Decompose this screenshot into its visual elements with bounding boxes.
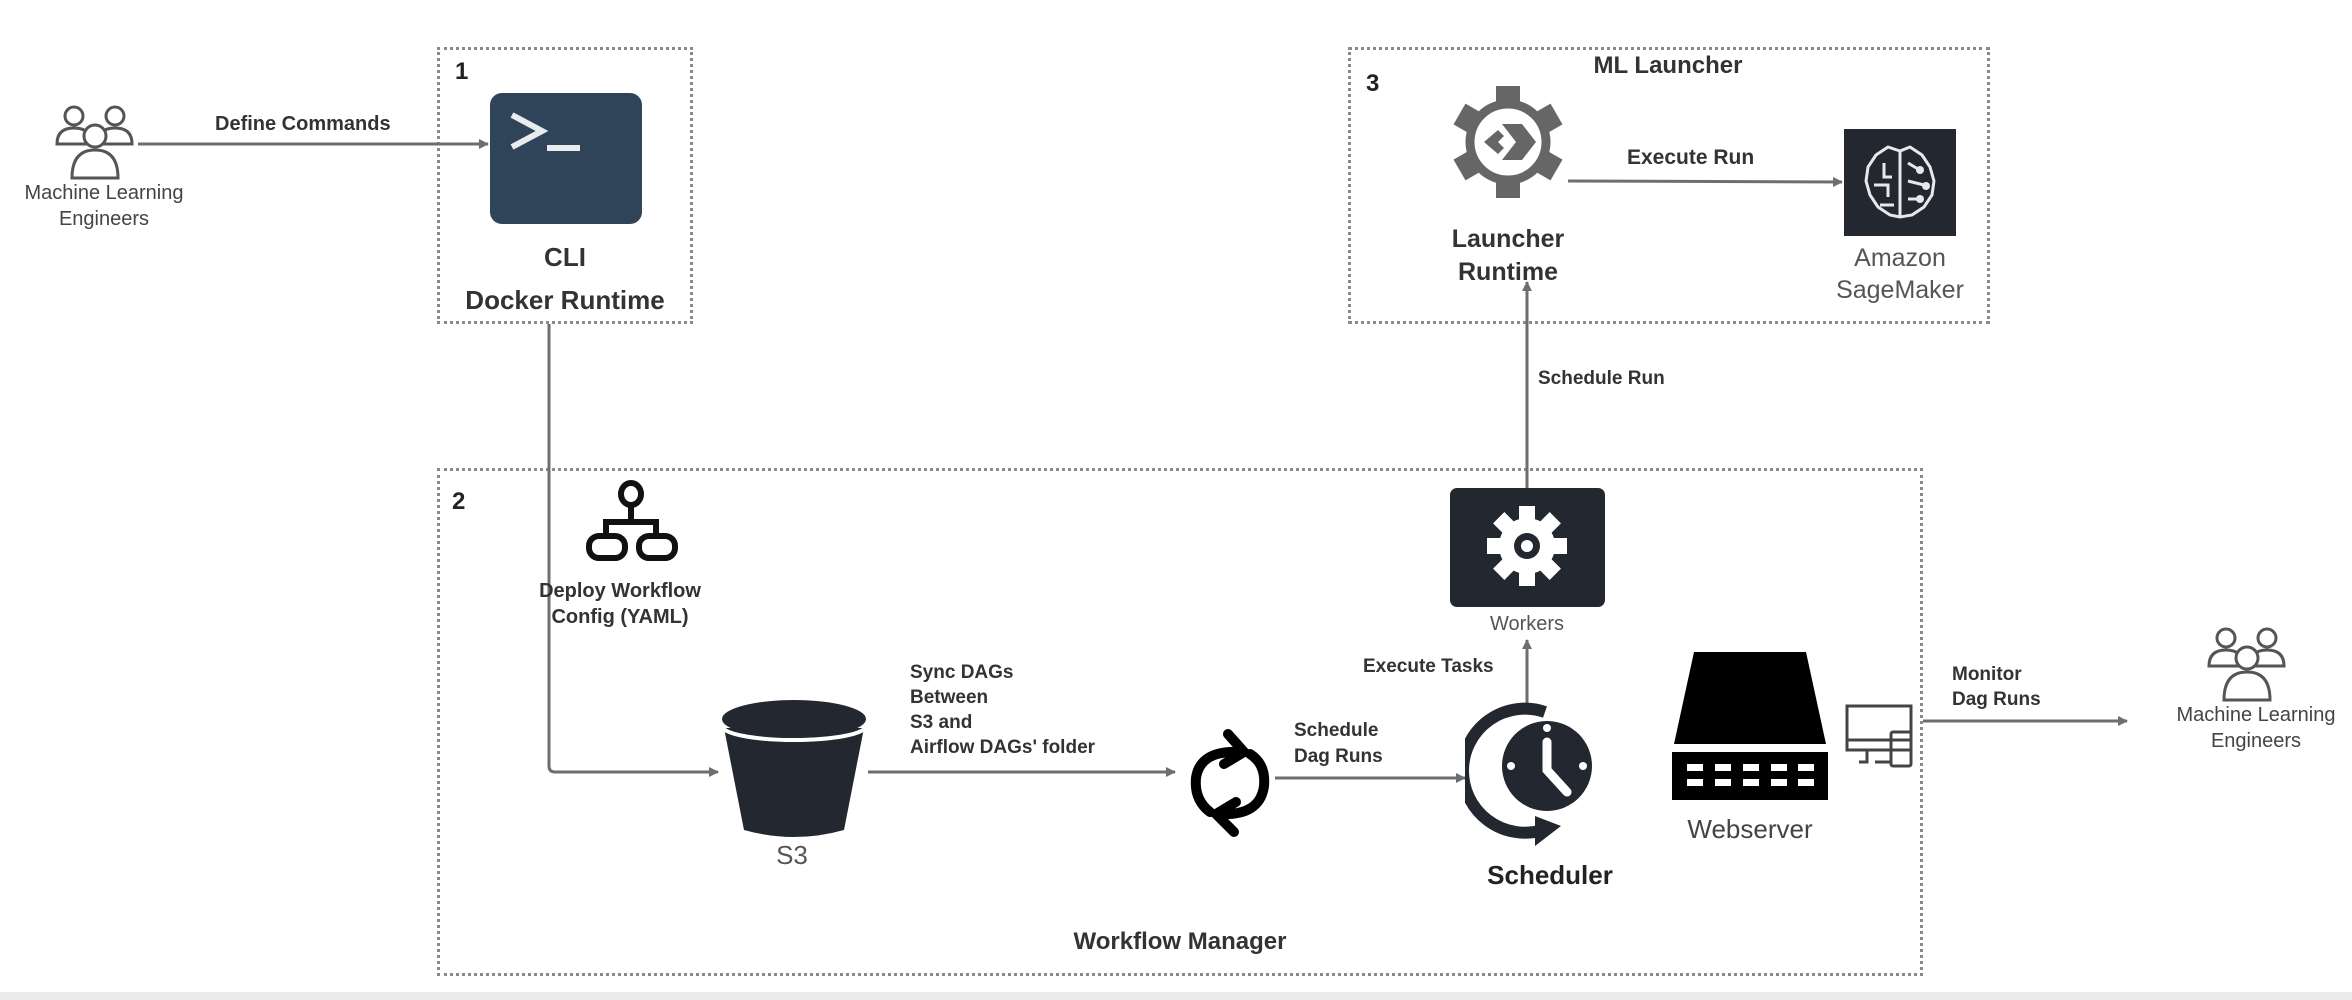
edge-label-sync-dags-3: S3 and: [910, 712, 973, 733]
ml-launcher-title: ML Launcher: [1593, 52, 1743, 79]
launcher-runtime-label-2: Runtime: [1458, 258, 1558, 286]
edge-deploy-config: [547, 324, 719, 777]
cli-title: CLI: [544, 242, 586, 272]
sagemaker-label-1: Amazon: [1854, 244, 1946, 272]
sagemaker-node: [1844, 129, 1956, 236]
webserver-label: Webserver: [1687, 814, 1813, 844]
workflow-manager-title: Workflow Manager: [1073, 928, 1287, 955]
group-cli: [437, 47, 693, 324]
clock-icon: [1465, 702, 1592, 846]
group-number-2: 2: [452, 488, 466, 515]
brain-icon: [1864, 145, 1936, 219]
bucket-icon: [720, 700, 868, 837]
bottom-band: [0, 992, 2352, 1000]
edge-label-schedule-run: Schedule Run: [1538, 368, 1665, 389]
edge-label-schedule-dag-runs-2: Dag Runs: [1294, 746, 1383, 767]
s3-label: S3: [776, 840, 808, 870]
users-icon: [55, 105, 134, 180]
scheduler-label: Scheduler: [1487, 860, 1613, 890]
launcher-gear-icon: [1453, 86, 1563, 198]
edge-label-sync-dags-4: Airflow DAGs' folder: [910, 737, 1096, 758]
terminal-icon: [490, 93, 642, 224]
users-icon: [2207, 627, 2286, 702]
gear-icon: [1487, 506, 1567, 586]
edge-label-monitor-2: Dag Runs: [1952, 689, 2041, 710]
group-ml-launcher: [1348, 47, 1990, 324]
edge-label-execute-tasks: Execute Tasks: [1363, 656, 1494, 677]
edge-execute-run: [1567, 176, 1843, 187]
workers-node: [1450, 488, 1605, 607]
edge-label-sync-dags-2: Between: [910, 687, 989, 708]
edge-label-define-commands: Define Commands: [215, 113, 391, 135]
edge-label-execute-run: Execute Run: [1627, 146, 1755, 169]
launcher-runtime-label-1: Launcher: [1451, 225, 1565, 253]
sync-icon: [1190, 729, 1270, 837]
group-workflow-manager: [437, 468, 1923, 976]
deploy-config-label-2: Config (YAML): [551, 606, 689, 628]
actor-right-label-2: Engineers: [2210, 730, 2302, 752]
edge-label-sync-dags-1: Sync DAGs: [910, 662, 1014, 683]
actor-left-label-2: Engineers: [58, 208, 150, 230]
workers-label: Workers: [1489, 613, 1565, 635]
cli-subtitle: Docker Runtime: [465, 285, 665, 315]
group-number-3: 3: [1366, 70, 1380, 97]
actor-right-label-1: Machine Learning: [2176, 704, 2336, 726]
edge-label-monitor-1: Monitor: [1952, 664, 2022, 685]
hierarchy-icon: [586, 480, 678, 561]
sagemaker-label-2: SageMaker: [1836, 276, 1964, 304]
edge-label-schedule-dag-runs-1: Schedule: [1294, 720, 1379, 741]
server-icon: [1672, 652, 1828, 800]
deploy-config-label-1: Deploy Workflow: [539, 580, 701, 602]
monitor-devices-icon: [1845, 704, 1913, 768]
actor-left-label-1: Machine Learning: [24, 182, 184, 204]
group-number-1: 1: [455, 58, 469, 85]
